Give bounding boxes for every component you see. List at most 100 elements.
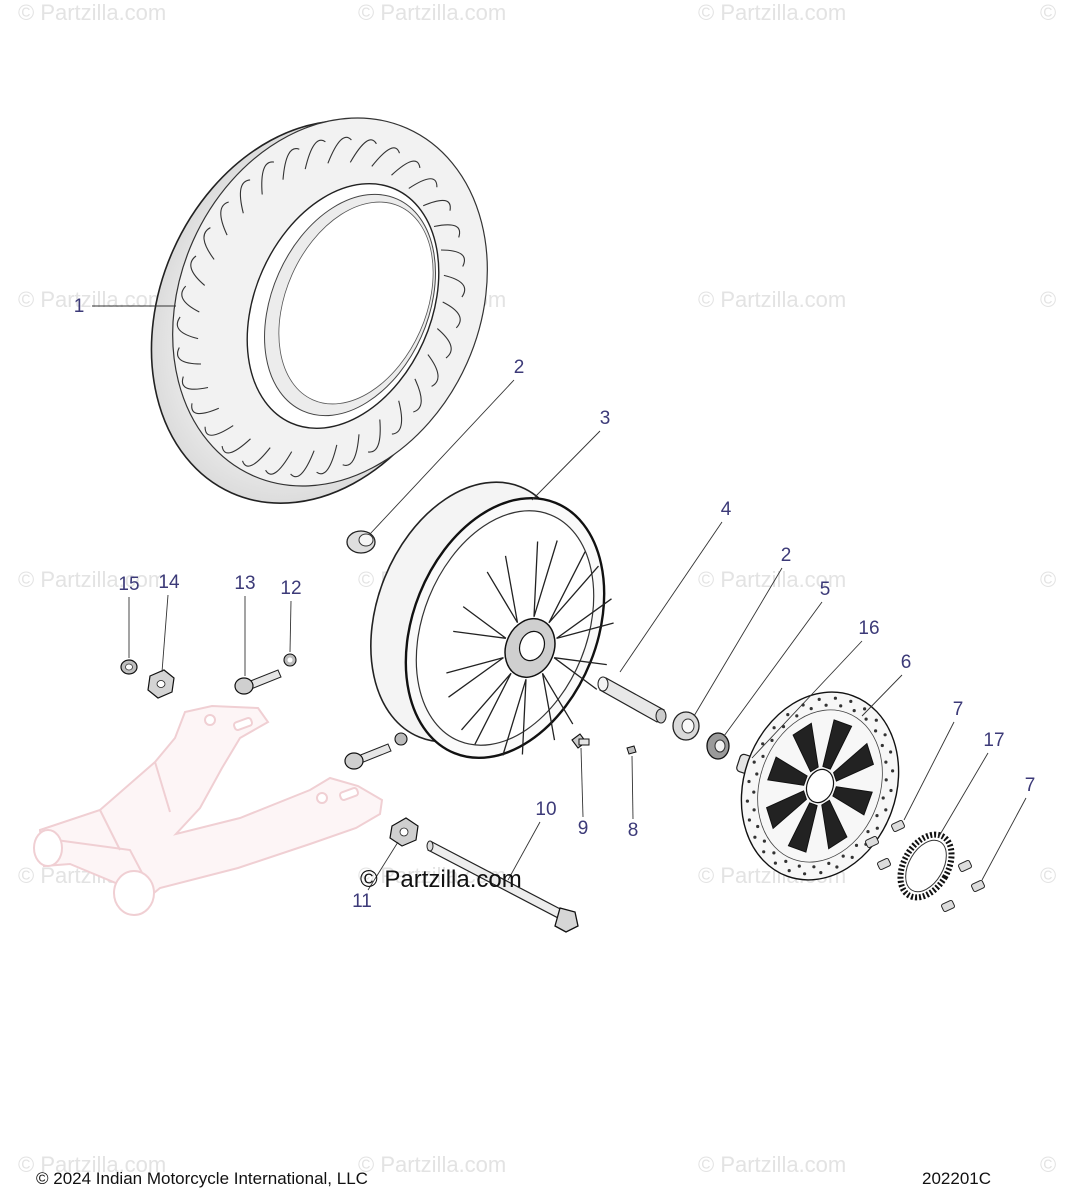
bearing-left-part[interactable] — [346, 530, 376, 554]
callout-nut[interactable]: 12 — [280, 578, 302, 599]
tread-groove — [349, 139, 377, 163]
tread-groove — [191, 403, 220, 415]
partzilla-brand-watermark: © Partzilla.com — [360, 866, 522, 893]
callout-nut[interactable]: 15 — [118, 574, 140, 595]
adjuster-plate-11-part[interactable] — [389, 817, 419, 847]
tread-groove — [408, 178, 438, 189]
tread-groove — [443, 274, 466, 298]
rotor-hole — [795, 714, 799, 718]
callout-bearing-left[interactable]: 2 — [513, 357, 525, 378]
callout-rotor-bolt[interactable]: 7 — [1024, 775, 1036, 796]
rotor-hole — [761, 754, 765, 759]
tread-groove — [371, 147, 401, 167]
callout-axle[interactable]: 10 — [535, 799, 557, 820]
rotor-hole — [747, 779, 751, 784]
rotor-hole — [762, 850, 766, 854]
rotor-bolt — [941, 899, 955, 913]
tread-groove — [391, 400, 403, 435]
axle-10-part[interactable] — [426, 840, 579, 933]
callout-brake-rotor[interactable]: 6 — [900, 652, 912, 673]
callout-bearing-right[interactable]: 2 — [780, 545, 792, 566]
wheel-part[interactable] — [334, 452, 641, 787]
wheel-spoke — [502, 679, 527, 756]
rotor-bolts[interactable] — [865, 819, 985, 913]
tread-groove — [436, 328, 452, 359]
wheel-spoke — [548, 551, 599, 624]
brake-rotor-part[interactable] — [716, 670, 925, 902]
seal-part[interactable] — [706, 732, 730, 760]
rotor-hole — [747, 818, 752, 822]
rotor-hole — [762, 839, 767, 843]
leader-line-3 — [531, 430, 601, 501]
leader-line-6 — [861, 674, 903, 717]
rotor-hole — [884, 778, 888, 782]
rotor-hole — [819, 871, 823, 875]
rotor-carrier-arm — [822, 719, 853, 770]
valve-stem-9-part[interactable] — [571, 733, 590, 749]
tread-groove — [221, 438, 251, 454]
wheel-spoke — [556, 598, 614, 640]
rotor-hole — [849, 699, 853, 704]
leader-line-17 — [937, 752, 989, 839]
rotor-hole — [817, 697, 821, 702]
callout-adjuster-plate[interactable]: 11 — [352, 891, 372, 912]
spacer-tube-part[interactable] — [597, 676, 667, 724]
rotor-hole — [752, 808, 756, 812]
rotor-hole — [784, 859, 788, 864]
adjuster-bolt-lower-part[interactable] — [344, 732, 408, 770]
rotor-hole — [761, 742, 765, 746]
callout-adjuster-bolt[interactable]: 13 — [234, 573, 256, 594]
tread-groove — [181, 285, 200, 313]
tread-groove — [265, 451, 293, 475]
leader-line-5 — [723, 601, 823, 737]
nut-12-part[interactable] — [283, 653, 297, 667]
rotor-hole — [833, 696, 838, 700]
wheel-spoke — [461, 672, 512, 745]
wheel-spoke — [486, 555, 519, 624]
callout-abs-tone-ring[interactable]: 17 — [983, 730, 1005, 751]
tread-groove — [304, 139, 326, 170]
tread-groove — [290, 450, 315, 478]
adjuster-bolt-13-part[interactable] — [234, 669, 282, 695]
callout-adjuster-block[interactable]: 14 — [158, 572, 180, 593]
tread-groove — [282, 148, 300, 180]
callout-valve-stem[interactable]: 9 — [577, 818, 589, 839]
leader-line-7b — [981, 797, 1027, 881]
rotor-hole — [883, 733, 887, 737]
callout-spacer-tube[interactable]: 4 — [720, 499, 732, 520]
adjuster-block-14-part[interactable] — [147, 669, 175, 699]
tread-groove — [261, 161, 274, 195]
rotor-hole — [835, 865, 839, 869]
abs-tone-ring-part[interactable] — [890, 826, 962, 907]
rotor-carrier-arm — [765, 790, 807, 830]
callout-spacer[interactable]: 16 — [858, 618, 880, 639]
tread-groove — [204, 425, 234, 436]
callout-seal[interactable]: 5 — [819, 579, 831, 600]
leader-line-7a — [903, 721, 955, 821]
tread-groove — [422, 199, 451, 211]
rotor-hole — [753, 835, 757, 839]
rotor-bolt — [865, 835, 879, 849]
tread-groove — [181, 376, 209, 390]
rotor-hole — [880, 743, 884, 748]
callout-valve-cap[interactable]: 8 — [627, 820, 639, 841]
bearing-right-part[interactable] — [672, 711, 700, 741]
rotor-hole — [881, 796, 885, 800]
tread-groove — [427, 354, 439, 387]
tread-groove — [391, 160, 421, 176]
rotor-carrier-arm — [832, 786, 873, 816]
nut-15-part[interactable] — [120, 659, 138, 675]
valve-cap-8-part[interactable] — [626, 745, 637, 755]
rotor-hole — [772, 851, 776, 855]
callout-wheel[interactable]: 3 — [599, 408, 611, 429]
rotor-hole — [772, 726, 776, 730]
swingarm-reference — [33, 704, 384, 916]
wheel-spoke — [541, 672, 574, 741]
rotor-hole — [841, 854, 845, 858]
callout-rotor-bolt[interactable]: 7 — [952, 699, 964, 720]
tread-groove — [368, 419, 381, 453]
callout-tire[interactable]: 1 — [73, 296, 85, 317]
tire-part[interactable] — [93, 67, 545, 554]
rotor-hole — [812, 865, 816, 869]
